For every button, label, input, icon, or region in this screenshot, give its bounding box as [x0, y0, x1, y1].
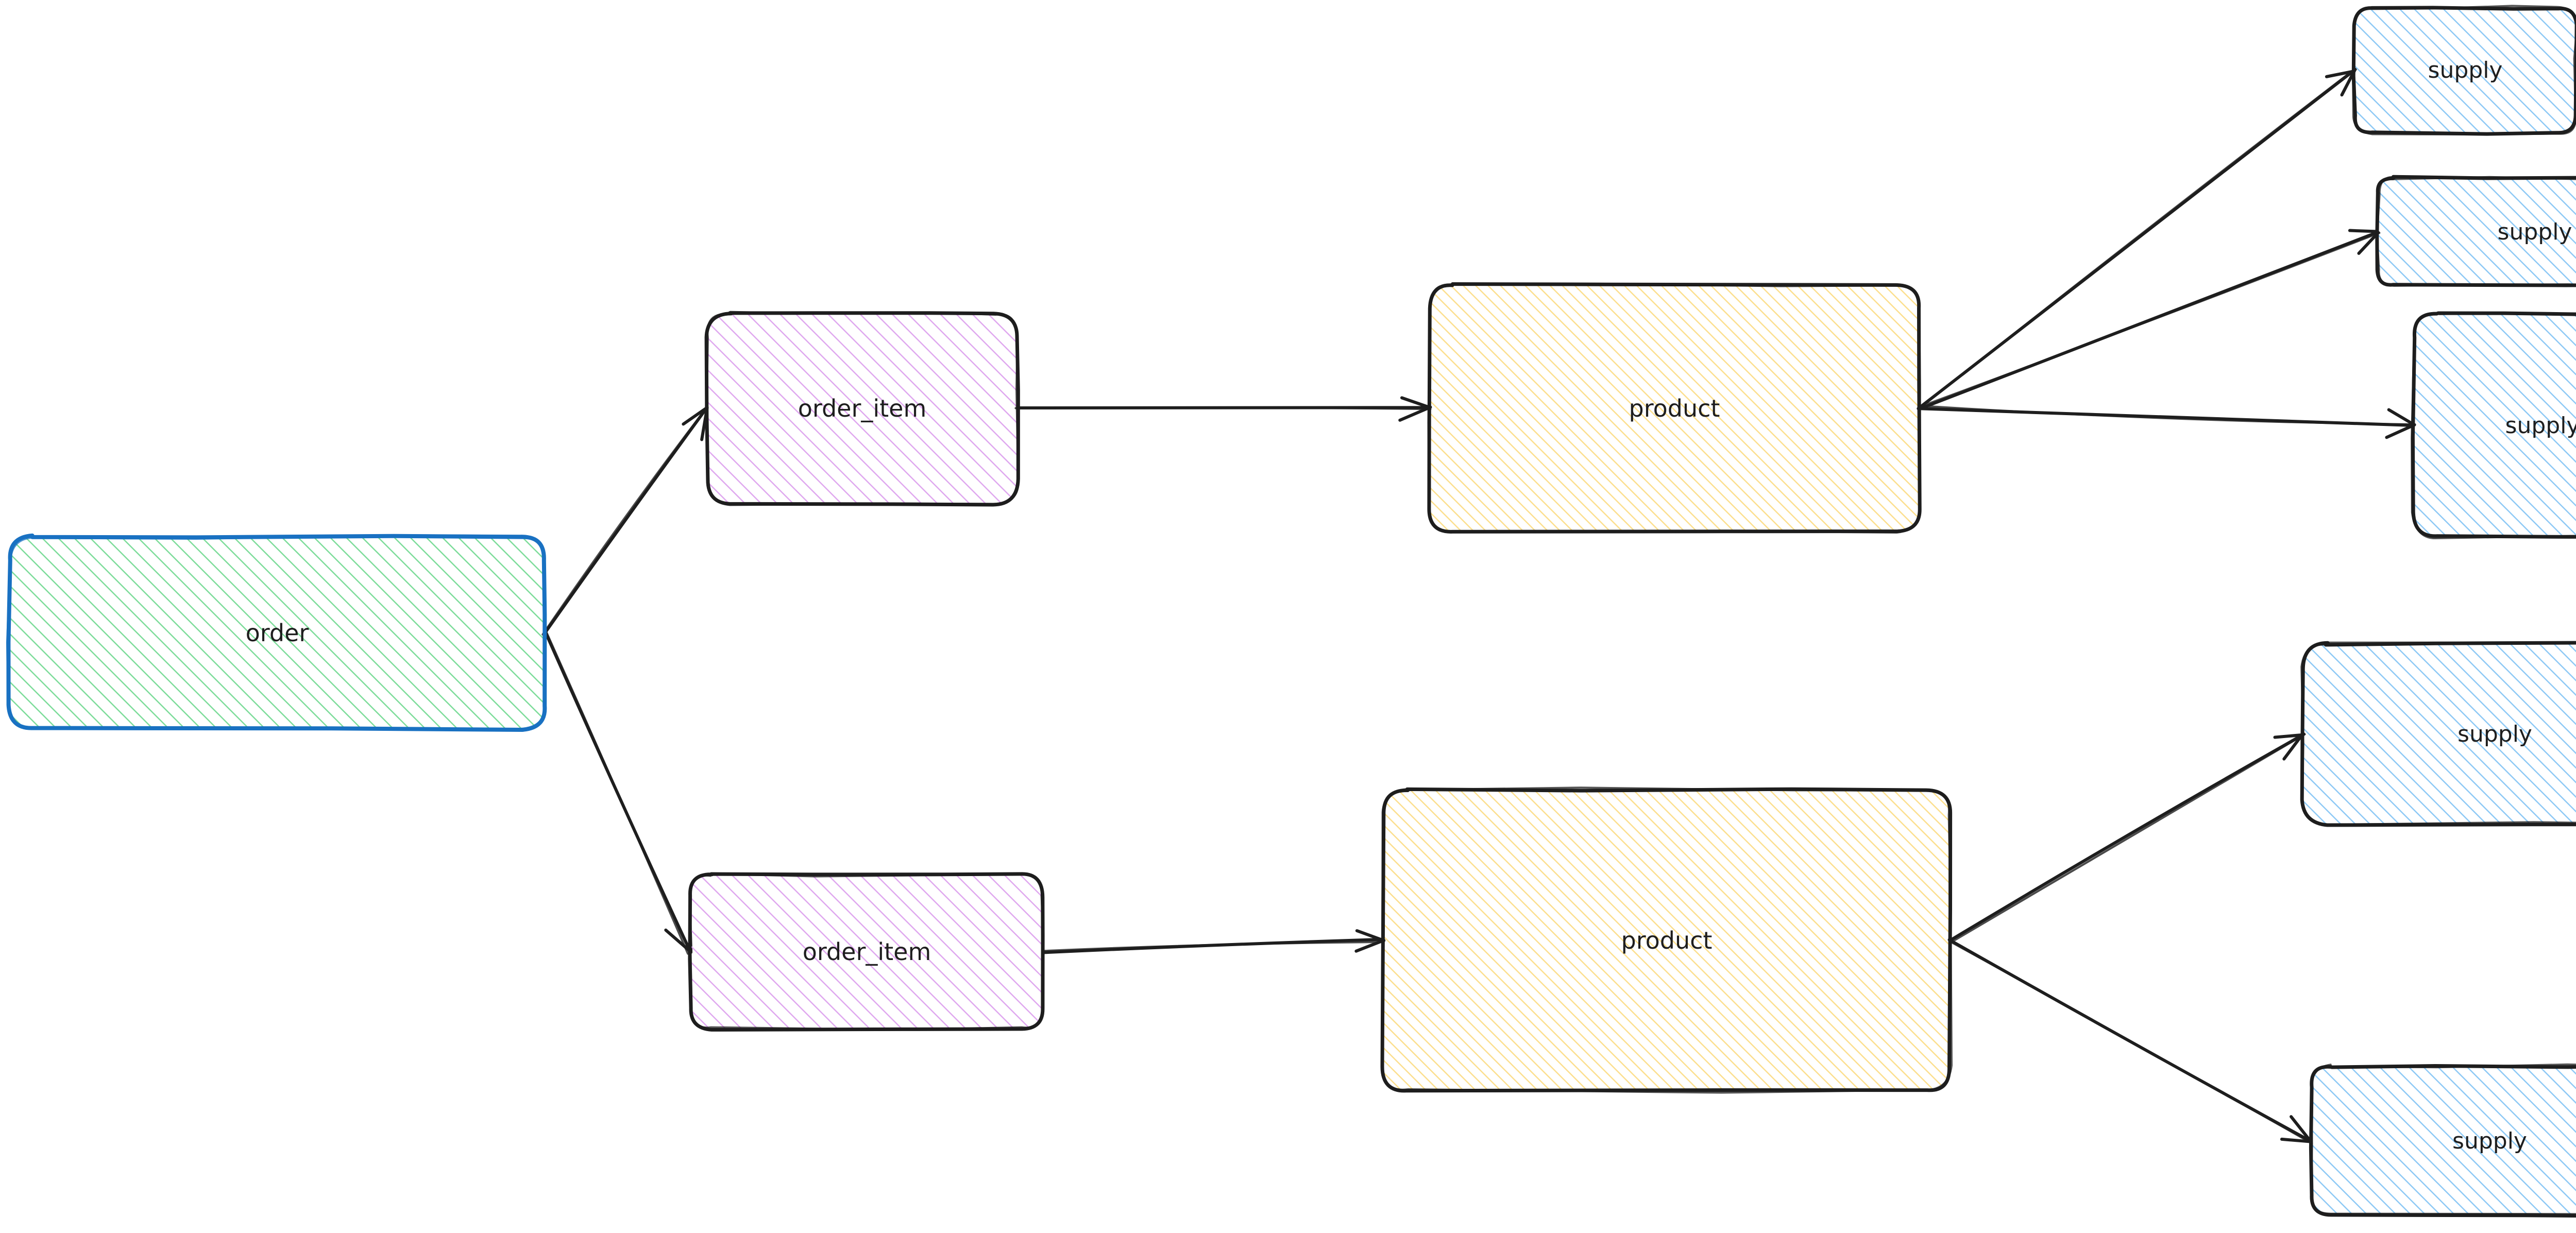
node-supply_5[interactable]: [2309, 1063, 2576, 1218]
edge-layer: [541, 67, 2416, 1144]
node-supply_1[interactable]: [2351, 5, 2576, 136]
node-order_item_1[interactable]: [704, 311, 1020, 507]
node-supply_4[interactable]: [2300, 641, 2576, 827]
edge-product_1-to-supply_3[interactable]: [1918, 404, 2416, 439]
node-supply_2[interactable]: [2375, 175, 2576, 287]
edge-order_item_2-to-product_2[interactable]: [1042, 929, 1386, 954]
edge-product_2-to-supply_5[interactable]: [1947, 938, 2313, 1144]
edge-order-to-order_item_1[interactable]: [541, 406, 709, 636]
node-layer: [6, 5, 2576, 1218]
edge-product_2-to-supply_4[interactable]: [1949, 732, 2306, 944]
edge-order_item_1-to-product_1[interactable]: [1014, 396, 1432, 422]
edge-product_1-to-supply_2[interactable]: [1918, 229, 2381, 410]
node-order_item_2[interactable]: [688, 872, 1045, 1032]
edge-product_1-to-supply_1[interactable]: [1917, 67, 2357, 410]
node-product_2[interactable]: [1380, 786, 1953, 1094]
node-product_1[interactable]: [1427, 282, 1922, 534]
node-order[interactable]: [6, 533, 547, 732]
node-supply_3[interactable]: [2411, 311, 2576, 540]
edge-order-to-order_item_2[interactable]: [544, 630, 693, 955]
